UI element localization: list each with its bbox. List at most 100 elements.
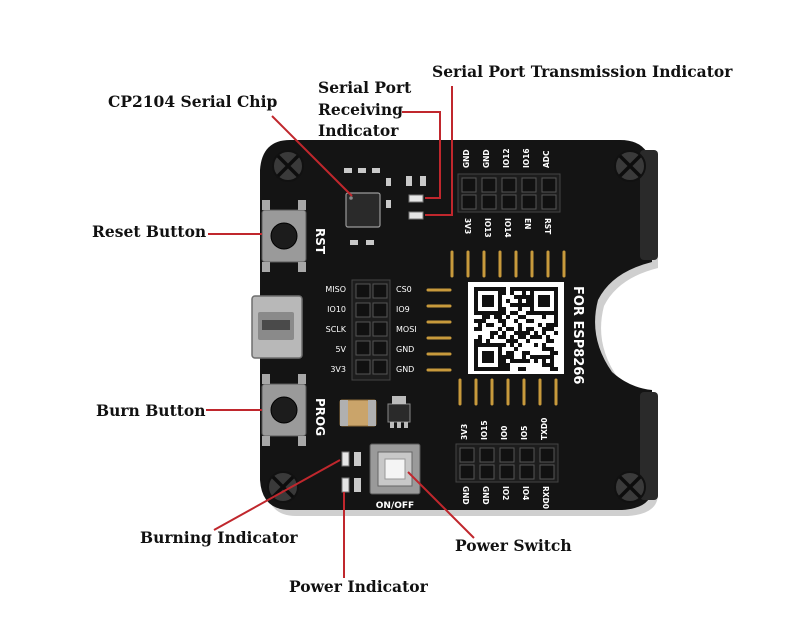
svg-text:IO9: IO9	[396, 305, 410, 314]
callout-power-switch: Power Switch	[455, 536, 572, 555]
qr-module	[498, 303, 502, 307]
svg-text:3V3: 3V3	[463, 218, 472, 234]
qr-module	[526, 331, 530, 335]
qr-module	[498, 335, 502, 339]
qr-module	[550, 339, 554, 343]
qr-module	[526, 299, 530, 303]
qr-module	[498, 295, 502, 299]
qr-module	[526, 359, 530, 363]
for-esp8266-silk: FOR ESP8266	[570, 286, 585, 384]
qr-module	[494, 287, 498, 291]
qr-module	[490, 355, 494, 359]
qr-module	[510, 335, 514, 339]
qr-module	[482, 287, 486, 291]
qr-module	[498, 359, 502, 363]
qr-module	[474, 307, 478, 311]
qr-module	[486, 287, 490, 291]
svg-text:EN: EN	[523, 218, 532, 229]
qr-module	[482, 311, 486, 315]
qr-module	[506, 315, 510, 319]
qr-module	[518, 299, 522, 303]
qr-module	[482, 351, 486, 355]
qr-module	[502, 367, 506, 371]
qr-module	[486, 311, 490, 315]
qr-module	[554, 295, 558, 299]
svg-text:IO4: IO4	[521, 486, 530, 500]
qr-module	[530, 299, 534, 303]
qr-module	[550, 323, 554, 327]
qr-module	[554, 351, 558, 355]
qr-module	[534, 331, 538, 335]
qr-module	[526, 295, 530, 299]
qr-module	[526, 351, 530, 355]
qr-module	[546, 363, 550, 367]
qr-module	[486, 295, 490, 299]
qr-module	[486, 359, 490, 363]
qr-module	[510, 291, 514, 295]
qr-module	[518, 323, 522, 327]
qr-module	[474, 299, 478, 303]
qr-module	[490, 299, 494, 303]
svg-text:5V: 5V	[335, 345, 346, 354]
qr-module	[478, 323, 482, 327]
qr-module	[494, 331, 498, 335]
qr-module	[522, 295, 526, 299]
qr-module	[554, 367, 558, 371]
qr-module	[474, 351, 478, 355]
qr-module	[498, 351, 502, 355]
qr-module	[542, 299, 546, 303]
qr-module	[554, 315, 558, 319]
qr-module	[502, 335, 506, 339]
qr-module	[546, 335, 550, 339]
callout-power-indicator: Power Indicator	[289, 577, 428, 596]
qr-module	[510, 351, 514, 355]
qr-module	[518, 335, 522, 339]
qr-module	[538, 295, 542, 299]
qr-module	[534, 359, 538, 363]
voltage-regulator	[387, 396, 411, 428]
qr-module	[482, 303, 486, 307]
callout-rx-line1: Serial Port	[318, 78, 412, 97]
svg-text:GND: GND	[482, 149, 491, 168]
qr-module	[494, 311, 498, 315]
qr-module	[530, 319, 534, 323]
qr-module	[510, 287, 514, 291]
qr-module	[486, 339, 490, 343]
qr-module	[518, 315, 522, 319]
qr-module	[510, 311, 514, 315]
qr-module	[522, 351, 526, 355]
qr-module	[506, 339, 510, 343]
top-pin-header	[457, 173, 561, 213]
qr-module	[554, 307, 558, 311]
qr-module	[478, 339, 482, 343]
qr-module	[486, 343, 490, 347]
qr-module	[522, 331, 526, 335]
qr-module	[542, 295, 546, 299]
qr-module	[526, 311, 530, 315]
qr-module	[514, 303, 518, 307]
qr-module	[474, 291, 478, 295]
svg-text:CS0: CS0	[396, 285, 412, 294]
qr-module	[474, 367, 478, 371]
qr-module	[478, 335, 482, 339]
svg-text:3V3: 3V3	[330, 365, 346, 374]
svg-text:SCLK: SCLK	[326, 325, 347, 334]
pogo-pins-upper	[450, 250, 566, 278]
qr-module	[534, 355, 538, 359]
qr-module	[550, 311, 554, 315]
bottom-header-bottom-labels: GND GND IO2 IO4 RXD0	[461, 486, 550, 509]
qr-module	[522, 291, 526, 295]
qr-module	[486, 355, 490, 359]
on-off-silk: ON/OFF	[376, 501, 414, 511]
qr-module	[554, 319, 558, 323]
qr-module	[526, 339, 530, 343]
svg-text:IO16: IO16	[522, 148, 531, 168]
qr-module	[522, 335, 526, 339]
qr-module	[510, 327, 514, 331]
callout-rx-line3: Indicator	[318, 121, 399, 140]
qr-module	[482, 359, 486, 363]
qr-module	[514, 339, 518, 343]
qr-module	[474, 339, 478, 343]
cp2104-chip	[345, 192, 381, 228]
